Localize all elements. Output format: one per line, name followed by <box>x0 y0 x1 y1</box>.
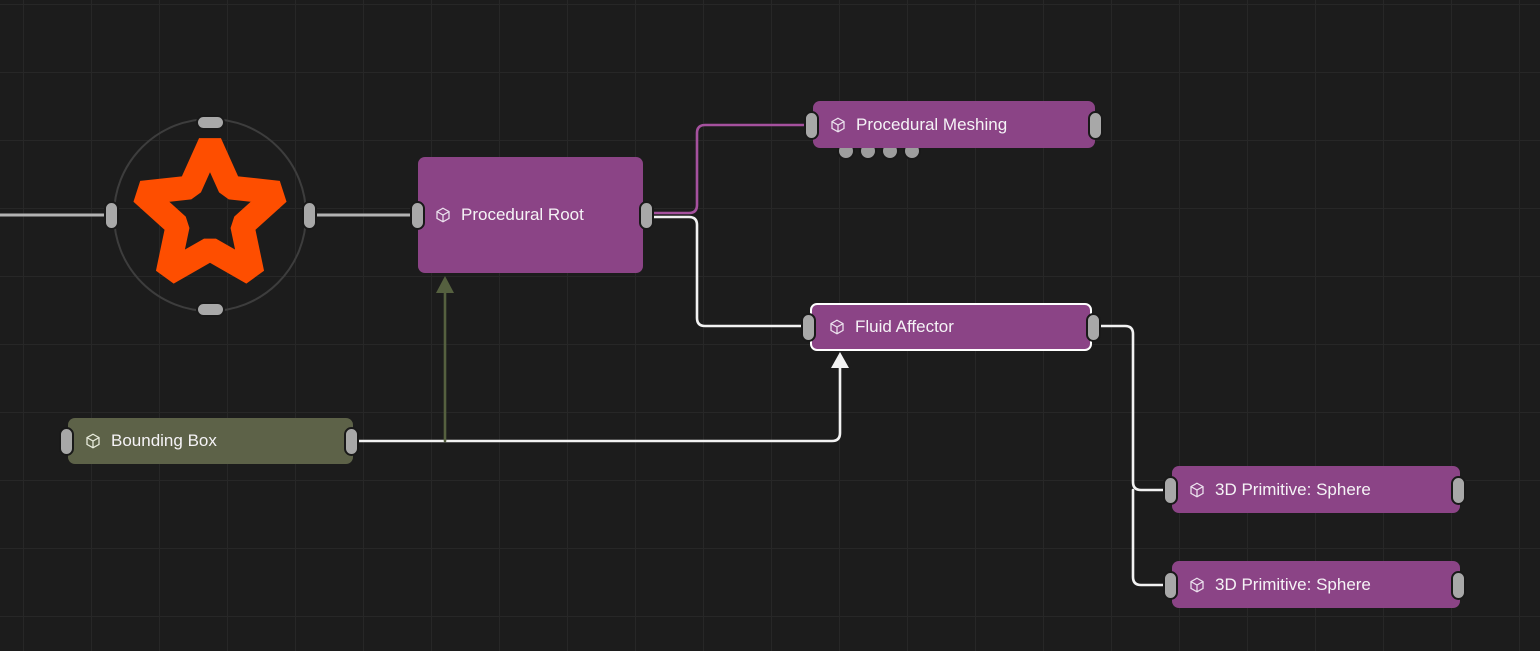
port-sphere-1-output[interactable] <box>1451 476 1466 505</box>
arrowhead-fluid-input <box>831 352 849 368</box>
wire-root-to-fluid[interactable] <box>650 215 805 328</box>
node-label: Fluid Affector <box>855 317 954 336</box>
port-bounding-box-output[interactable] <box>344 427 359 456</box>
box-outline-icon <box>84 432 102 450</box>
port-bounding-box-input[interactable] <box>59 427 74 456</box>
node-label: 3D Primitive: Sphere <box>1215 574 1371 594</box>
node-label: Bounding Box <box>111 431 217 450</box>
node-fluid-affector[interactable]: Fluid Affector <box>810 303 1092 351</box>
port-logo-left[interactable] <box>104 201 119 230</box>
node-procedural-root[interactable]: Procedural Root <box>418 157 643 273</box>
port-fluid-affector-input[interactable] <box>801 313 816 342</box>
cube-icon <box>1188 481 1206 499</box>
node-label: 3D Primitive: Sphere <box>1215 479 1371 499</box>
port-sphere-2-input[interactable] <box>1163 571 1178 600</box>
star-icon <box>133 138 287 284</box>
node-procedural-meshing[interactable]: Procedural Meshing <box>813 101 1095 148</box>
port-logo-top[interactable] <box>196 115 225 130</box>
node-label: Procedural Root <box>461 205 584 224</box>
cube-icon <box>828 318 846 336</box>
arrowhead-root-input <box>436 276 454 293</box>
port-logo-bottom[interactable] <box>196 302 225 317</box>
orange-star-logo[interactable] <box>110 115 310 315</box>
cube-icon <box>1188 576 1206 594</box>
node-3d-primitive-sphere-1[interactable]: 3D Primitive: Sphere <box>1172 466 1460 513</box>
wire-bbox-to-fluid[interactable] <box>354 365 842 443</box>
node-3d-primitive-sphere-2[interactable]: 3D Primitive: Sphere <box>1172 561 1460 608</box>
port-procedural-meshing-input[interactable] <box>804 111 819 140</box>
port-procedural-meshing-output[interactable] <box>1088 111 1103 140</box>
node-bounding-box[interactable]: Bounding Box <box>68 418 353 464</box>
wire-fluid-to-spheres[interactable] <box>1096 324 1168 587</box>
wire-root-to-meshing[interactable] <box>650 123 808 215</box>
cube-icon <box>829 116 847 134</box>
port-logo-right[interactable] <box>302 201 317 230</box>
port-procedural-root-input[interactable] <box>410 201 425 230</box>
port-procedural-root-output[interactable] <box>639 201 654 230</box>
port-sphere-1-input[interactable] <box>1163 476 1178 505</box>
port-fluid-affector-output[interactable] <box>1086 313 1101 342</box>
port-sphere-2-output[interactable] <box>1451 571 1466 600</box>
node-label: Procedural Meshing <box>856 114 1008 134</box>
cube-icon <box>434 206 452 224</box>
